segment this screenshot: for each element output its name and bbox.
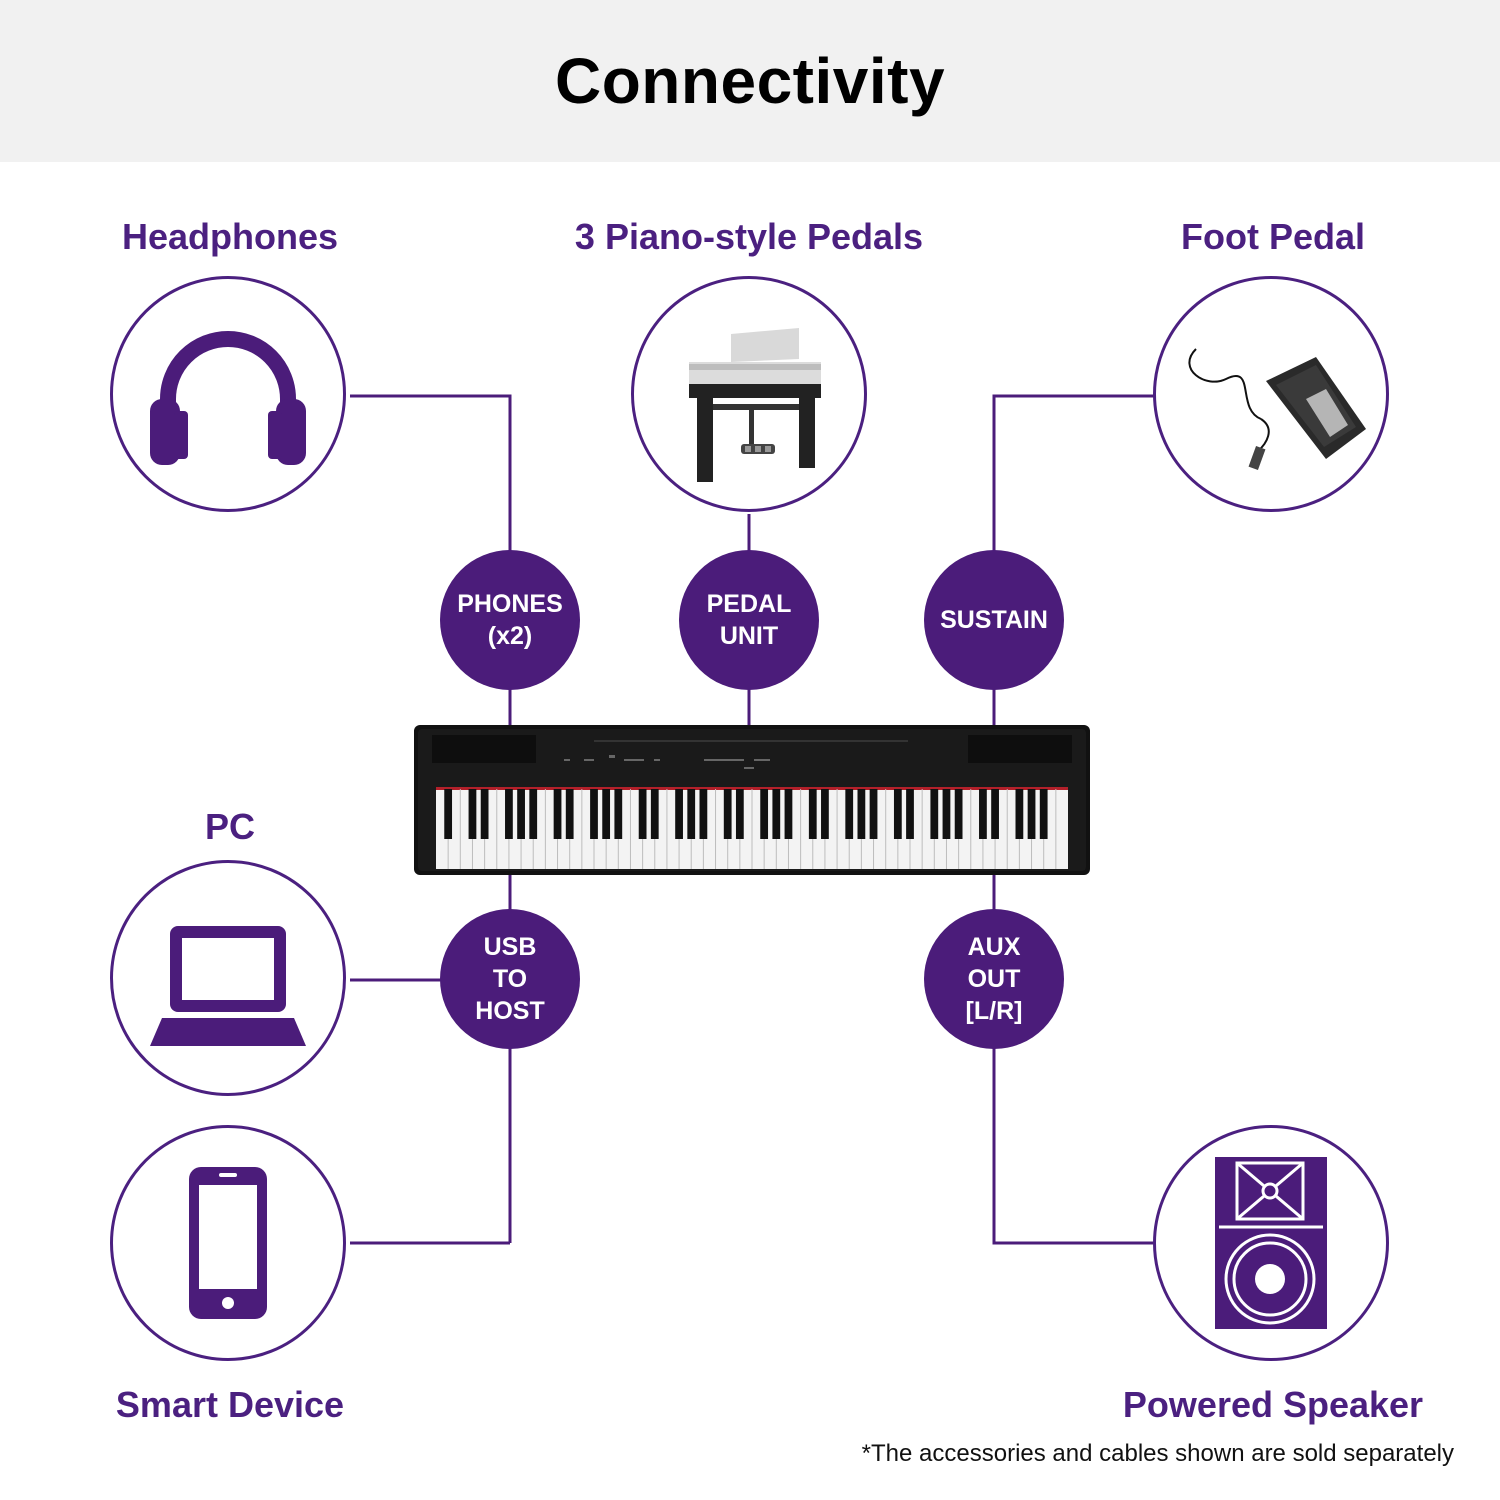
digital-piano [414,725,1090,875]
headphones-icon [150,331,306,465]
black-key [553,789,562,839]
black-key [991,789,999,839]
black-key [857,789,866,839]
black-key [480,789,489,839]
black-key [906,789,914,839]
black-key [565,789,574,839]
pedals-label: 3 Piano-style Pedals [574,216,924,257]
black-key [979,789,987,839]
black-key [602,789,611,839]
black-key [808,789,817,839]
black-key [650,789,659,839]
black-key [869,789,878,839]
phones-port-label: PHONES (x2) [457,590,563,650]
sustain-pedal-icon [1188,348,1366,471]
usb-port-label: USB TO HOST [475,933,545,1025]
black-key [893,789,902,839]
header-band [0,0,1500,162]
black-keys [444,789,1048,839]
black-key [468,789,477,839]
speaker-circle [1153,1125,1389,1361]
aux-port-badge: AUX OUT [L/R] [924,909,1064,1049]
sustain-port-badge: SUSTAIN [924,550,1064,690]
headphones-label: Headphones [121,216,339,257]
black-key [772,789,781,839]
black-key [1039,789,1048,839]
aux-port-label: AUX OUT [L/R] [965,933,1023,1025]
phones-port-badge: PHONES (x2) [440,550,580,690]
black-key [821,789,829,839]
black-key [942,789,951,839]
black-key [723,789,732,839]
laptop-icon [150,926,306,1046]
black-key [954,789,963,839]
sustain-port-label: SUSTAIN [940,606,1048,634]
footnote: *The accessories and cables shown are so… [861,1440,1454,1467]
foot-pedal-label: Foot Pedal [1180,216,1365,257]
black-key [845,789,854,839]
black-key [638,789,647,839]
speaker-label: Powered Speaker [1122,1384,1424,1425]
black-key [760,789,769,839]
black-key [930,789,939,839]
black-key [784,789,793,839]
black-key [1015,789,1024,839]
pedals-circle [631,276,867,512]
black-key [444,789,453,839]
pc-circle [110,860,346,1096]
black-key [699,789,708,839]
foot-pedal-circle [1153,276,1389,512]
smart-device-label: Smart Device [115,1384,345,1425]
black-key [505,789,513,839]
smartphone-icon [189,1167,267,1319]
black-key [675,789,683,839]
piano-stand-icon [689,328,821,482]
smart-device-circle [110,1125,346,1361]
usb-port-badge: USB TO HOST [440,909,580,1049]
black-key [590,789,598,839]
black-key [687,789,696,839]
black-key [517,789,525,839]
black-key [529,789,538,839]
pc-label: PC [204,806,255,847]
speaker-icon [1215,1157,1327,1329]
headphones-circle [110,276,346,512]
black-key [1027,789,1036,839]
page-title: Connectivity [554,45,946,117]
black-key [614,789,623,839]
black-key [735,789,744,839]
pedal-unit-port-label: PEDAL UNIT [706,590,792,650]
pedal-unit-port-badge: PEDAL UNIT [679,550,819,690]
